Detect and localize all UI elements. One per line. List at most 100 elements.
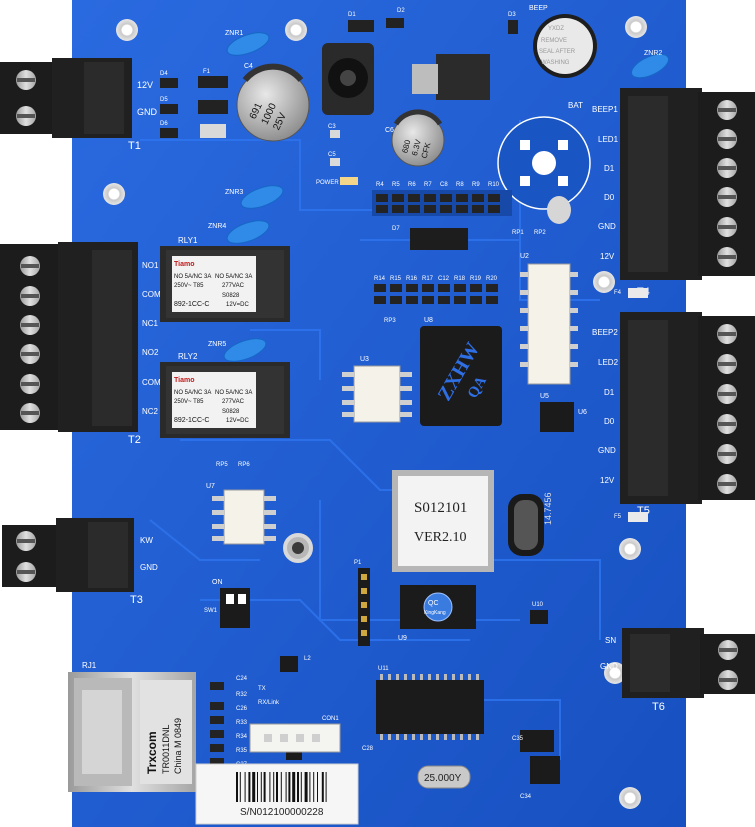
c6-line2: 6.3V xyxy=(410,138,423,157)
bat-label: BAT xyxy=(568,101,583,110)
svg-text:R33: R33 xyxy=(236,720,248,726)
t1-pin-gnd: GND xyxy=(137,107,158,117)
rly1-line6: S0828 xyxy=(222,293,240,299)
rly1-line2: 250V~ T85 xyxy=(174,283,204,289)
svg-text:D4: D4 xyxy=(160,71,168,77)
regulator-ic xyxy=(412,54,490,100)
battery-holder: BAT xyxy=(497,101,591,224)
t2-pin-no2: NO2 xyxy=(142,348,159,357)
u8-ref: U8 xyxy=(424,317,433,324)
t5-pin-led2: LED2 xyxy=(598,358,619,367)
mcu-chip: S012101 VER2.10 xyxy=(392,470,494,572)
t1-label: T1 xyxy=(128,140,141,152)
t6-pin-gnd: GND xyxy=(600,662,618,671)
c6-line3: CFK xyxy=(420,141,433,159)
t5-pin-d1: D1 xyxy=(604,388,615,397)
serial-barcode-label: S/N012100000228 xyxy=(195,763,359,825)
svg-text:R17: R17 xyxy=(422,276,434,282)
rly1-line4: NO 5A/NC 3A xyxy=(215,274,252,280)
svg-text:R14: R14 xyxy=(374,276,386,282)
svg-text:ZNR5: ZNR5 xyxy=(208,341,226,348)
ic-u10: U10 xyxy=(530,602,548,624)
terminal-block-t4: BEEP1 LED1 D1 D0 GND 12V T4 xyxy=(592,88,755,298)
rly2-brand: Tiamo xyxy=(174,377,195,384)
varistors: ZNR1 ZNR2 ZNR3 ZNR4 ZNR5 xyxy=(208,30,670,362)
svg-text:D6: D6 xyxy=(160,121,168,127)
barcode-bar xyxy=(260,772,262,802)
barcode-bar xyxy=(300,772,302,802)
svg-text:R8: R8 xyxy=(456,182,464,188)
svg-text:R32: R32 xyxy=(236,692,248,698)
ic-u9: QC KingKang U9 xyxy=(398,585,476,642)
svg-text:RP3: RP3 xyxy=(384,318,396,324)
regulator-bottom: C34 C35 xyxy=(512,730,560,800)
t1-pin-12v: 12V xyxy=(137,80,153,90)
t4-pin-12v: 12V xyxy=(600,252,615,261)
svg-text:RP1: RP1 xyxy=(512,230,524,236)
barcode-bar xyxy=(263,772,266,802)
svg-text:CON1: CON1 xyxy=(322,716,339,722)
c4-ref: C4 xyxy=(244,63,253,70)
buzzer-line3: SEAL AFTER xyxy=(539,49,576,55)
svg-text:U2: U2 xyxy=(520,253,529,260)
svg-text:C12: C12 xyxy=(438,276,450,282)
svg-text:RP5: RP5 xyxy=(216,462,228,468)
svg-text:D7: D7 xyxy=(392,226,400,232)
crystal-2: 25.000Y xyxy=(417,765,471,789)
barcode-bar xyxy=(297,772,299,802)
rly2-line6: S0828 xyxy=(222,409,240,415)
svg-text:R7: R7 xyxy=(424,182,432,188)
t4-pin-d0: D0 xyxy=(604,193,615,202)
optocoupler-u3: U3 xyxy=(342,356,412,423)
crystal-1-text: 14.7456 xyxy=(543,492,553,525)
resistor-bank-mid: R14 R15 R16 R17 C12 R18 R19 R20 RP3 xyxy=(374,276,498,324)
power-led-label: POWER xyxy=(316,180,339,186)
svg-text:ON: ON xyxy=(212,579,223,586)
terminal-block-t2: NO1 COM1 NC1 NO2 COM2 NC2 T2 xyxy=(0,242,166,446)
pin-header-p1: P1 xyxy=(354,560,370,646)
varistor-znr5: ZNR5 xyxy=(208,338,267,362)
input-protection: D4 F1 D5 D6 D1 D2 D3 C3 C5 POWER xyxy=(160,8,518,186)
svg-text:R19: R19 xyxy=(470,276,482,282)
rly2-line3: 892-1CC-C xyxy=(174,417,209,424)
t6-pin-sn: SN xyxy=(605,636,616,645)
u9-line1: QC xyxy=(428,600,439,607)
optocoupler-u2: U2 RP1 RP2 xyxy=(512,230,578,385)
varistor-znr4: ZNR4 xyxy=(208,220,270,244)
barcode xyxy=(236,772,327,802)
t5-pin-gnd: GND xyxy=(598,446,616,455)
barcode-bar xyxy=(252,772,256,802)
rj45-jack: Trxcom TR0011DNL China M 0849 RJ1 xyxy=(68,661,196,792)
barcode-bar xyxy=(309,772,311,802)
svg-text:U5: U5 xyxy=(540,393,549,400)
relay-rly1: Tiamo NO 5A/NC 3A 250V~ T85 892-1CC-C NO… xyxy=(160,236,290,322)
terminal-block-t1: 12V GND T1 xyxy=(0,58,158,152)
svg-text:RX/Link: RX/Link xyxy=(258,700,280,706)
t6-label: T6 xyxy=(652,701,665,713)
terminal-block-t3: KW GND T3 xyxy=(2,518,158,606)
svg-text:D1: D1 xyxy=(348,12,356,18)
serial-number: S/N012100000228 xyxy=(240,807,324,818)
optocoupler-u7: U7 RP5 RP6 xyxy=(206,462,276,545)
rj45-line2: China M 0849 xyxy=(173,718,183,774)
status-leds: F4 F5 xyxy=(614,288,648,522)
comparator-ic: D7 xyxy=(392,226,468,250)
t2-pin-nc2: NC2 xyxy=(142,407,159,416)
svg-text:U6: U6 xyxy=(578,409,587,416)
t3-pin-gnd: GND xyxy=(140,563,158,572)
svg-text:RP6: RP6 xyxy=(238,462,250,468)
svg-text:R34: R34 xyxy=(236,734,248,740)
barcode-bar xyxy=(325,772,327,802)
electrolytic-cap-c4: 691 1000 25V C4 xyxy=(236,63,310,142)
power-inductor xyxy=(322,43,374,115)
t4-pin-d1: D1 xyxy=(604,164,615,173)
barcode-bar xyxy=(285,772,287,802)
rly1-line7: 12V=DC xyxy=(226,302,250,308)
svg-text:C5: C5 xyxy=(328,152,336,158)
connector-con1: CON1 xyxy=(249,716,341,753)
svg-text:R9: R9 xyxy=(472,182,480,188)
rly1-line5: 277VAC xyxy=(222,283,245,289)
terminal-block-t5: BEEP2 LED2 D1 D0 GND 12V T5 xyxy=(592,312,755,517)
mcu-line1: S012101 xyxy=(414,500,467,516)
